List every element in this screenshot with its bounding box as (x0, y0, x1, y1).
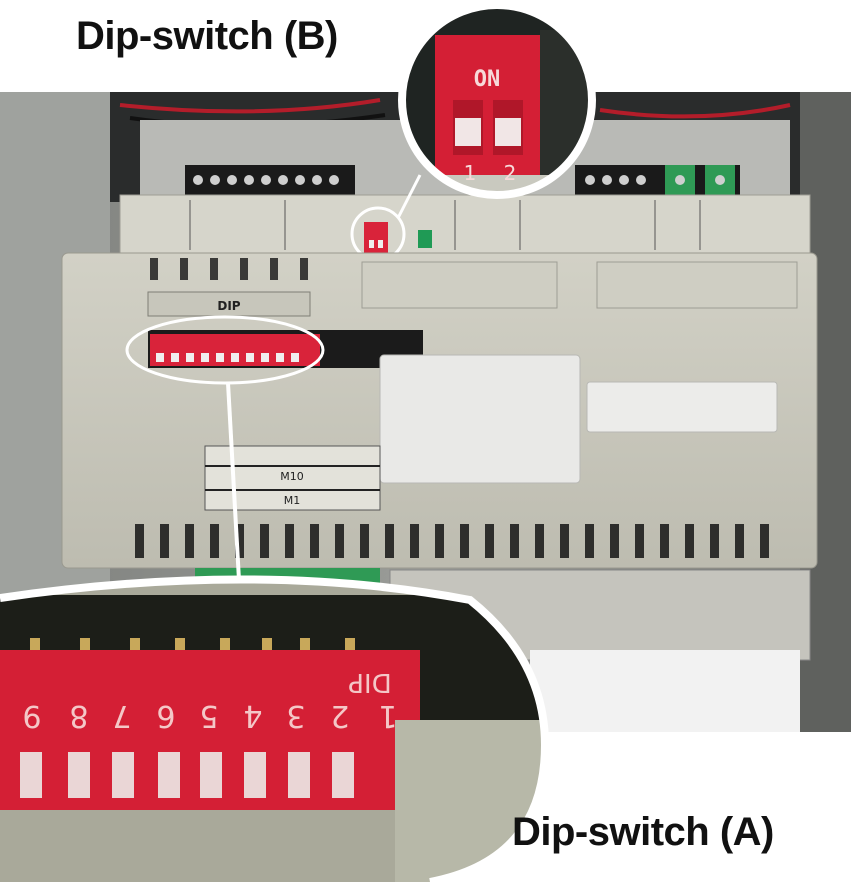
caption-dip-switch-b: Dip-switch (B) (76, 14, 338, 58)
bottom-vents (135, 524, 769, 558)
cover-center (361, 261, 558, 309)
zoom-b-on-label: ON (474, 67, 501, 92)
caption-dip-switch-a: Dip-switch (A) (512, 810, 774, 854)
label-m1: M1 (284, 494, 301, 507)
zoom-a-num-2: 2 (330, 698, 349, 733)
dip-cover-panel (147, 291, 311, 317)
label-m10: M10 (280, 470, 304, 483)
zoom-a-num-6: 6 (156, 698, 175, 733)
dip-switch-a-zoomed (0, 650, 420, 810)
cable-red-right (599, 103, 791, 119)
zoom-a-num-8: 8 (69, 698, 88, 733)
top-vents (150, 258, 308, 280)
zoom-a-source-ring (125, 315, 325, 385)
cable-red (119, 98, 381, 114)
zoom-b-connector (396, 174, 422, 219)
zoom-b-num-1: 1 (464, 161, 477, 185)
green-led (418, 230, 432, 248)
zoom-a-num-5: 5 (199, 698, 218, 733)
zoom-lens-a (0, 579, 545, 882)
cover-right (596, 261, 798, 309)
zoom-lens-a-border (0, 575, 550, 882)
dip-switch-b-zoomed (435, 35, 550, 180)
zoom-a-numbers: DIP 1 2 3 4 5 6 7 8 9 (22, 667, 397, 733)
zoom-a-num-7: 7 (112, 698, 131, 733)
zoom-a-dip-label: DIP (348, 667, 391, 697)
terminal-block-right (575, 165, 740, 195)
terminal-block-left (185, 165, 355, 195)
zoom-b-num-2: 2 (504, 161, 517, 185)
zoom-a-num-4: 4 (243, 698, 262, 733)
dip-panel-label: DIP (217, 299, 240, 313)
zoom-a-num-9: 9 (22, 698, 41, 733)
zoom-a-num-1: 1 (378, 698, 397, 733)
zoom-a-num-3: 3 (286, 698, 305, 733)
white-component (530, 650, 800, 732)
label-sticker-right (586, 381, 778, 433)
zoom-lens-b-border (398, 1, 596, 199)
module-top-strip (119, 194, 811, 256)
dip-switch-b-small (364, 222, 388, 256)
label-sticker-left (379, 354, 581, 484)
zoom-a-connector (226, 382, 242, 599)
